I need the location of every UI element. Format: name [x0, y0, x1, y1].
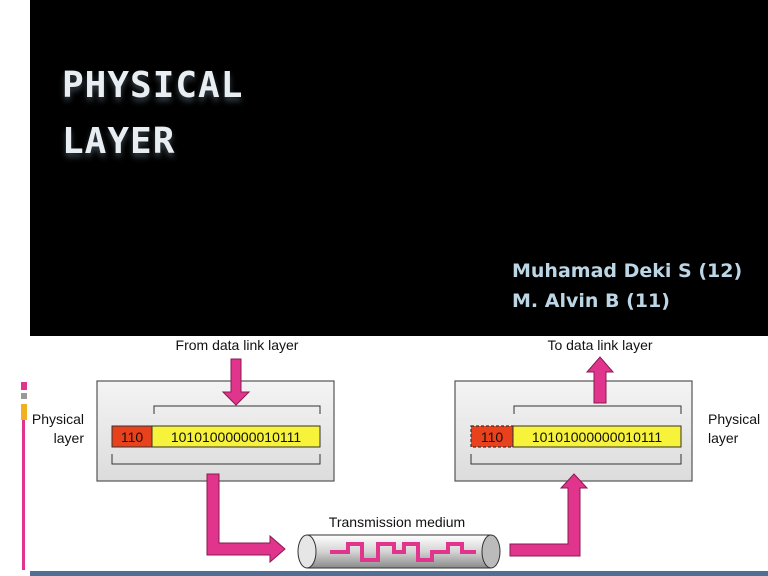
left-layer-label-2: layer [54, 430, 85, 446]
right-bits-text: 10101000000010111 [532, 429, 663, 445]
author-2: M. Alvin B (11) [512, 290, 670, 312]
bottom-accent-bar [30, 571, 768, 576]
transmission-medium-label: Transmission medium [329, 514, 465, 530]
title-panel [30, 0, 768, 336]
title-line-1: PHYSICAL [62, 65, 244, 106]
left-header-text: 110 [121, 429, 144, 445]
medium-tube-left-end [297, 534, 317, 569]
physical-layer-diagram: From data link layer To data link layer … [32, 337, 760, 569]
accent-mark-yellow [21, 404, 27, 420]
accent-mark-gray [21, 393, 27, 399]
right-layer-label-2: layer [708, 430, 739, 446]
medium-tube-right-end [481, 534, 501, 569]
up-arrow [585, 356, 615, 404]
right-layer-label-1: Physical [708, 411, 760, 427]
right-header-text: 110 [481, 429, 504, 445]
right-bits-cell [512, 425, 682, 448]
slide-title: PHYSICAL LAYER [62, 58, 243, 170]
right-receive-arrow [509, 473, 589, 557]
signal-waveform [330, 542, 476, 562]
left-bits-cell [151, 425, 321, 448]
from-data-link-label: From data link layer [176, 337, 299, 353]
right-bracket-top [513, 405, 682, 414]
left-bracket-bottom [111, 454, 321, 465]
decorative-bars [0, 62, 30, 92]
down-arrow [221, 358, 251, 406]
left-bits-text: 10101000000010111 [171, 429, 302, 445]
right-bracket-bottom [470, 454, 682, 465]
left-bracket-top [153, 405, 321, 414]
left-transmit-arrow [206, 473, 286, 564]
accent-mark-pink [21, 382, 27, 390]
authors: Muhamad Deki S (12) M. Alvin B (11) [512, 256, 742, 316]
title-line-2: LAYER [62, 121, 176, 162]
accent-line [22, 420, 25, 570]
to-data-link-label: To data link layer [547, 337, 652, 353]
author-1: Muhamad Deki S (12) [512, 260, 743, 282]
left-layer-label-1: Physical [32, 411, 84, 427]
